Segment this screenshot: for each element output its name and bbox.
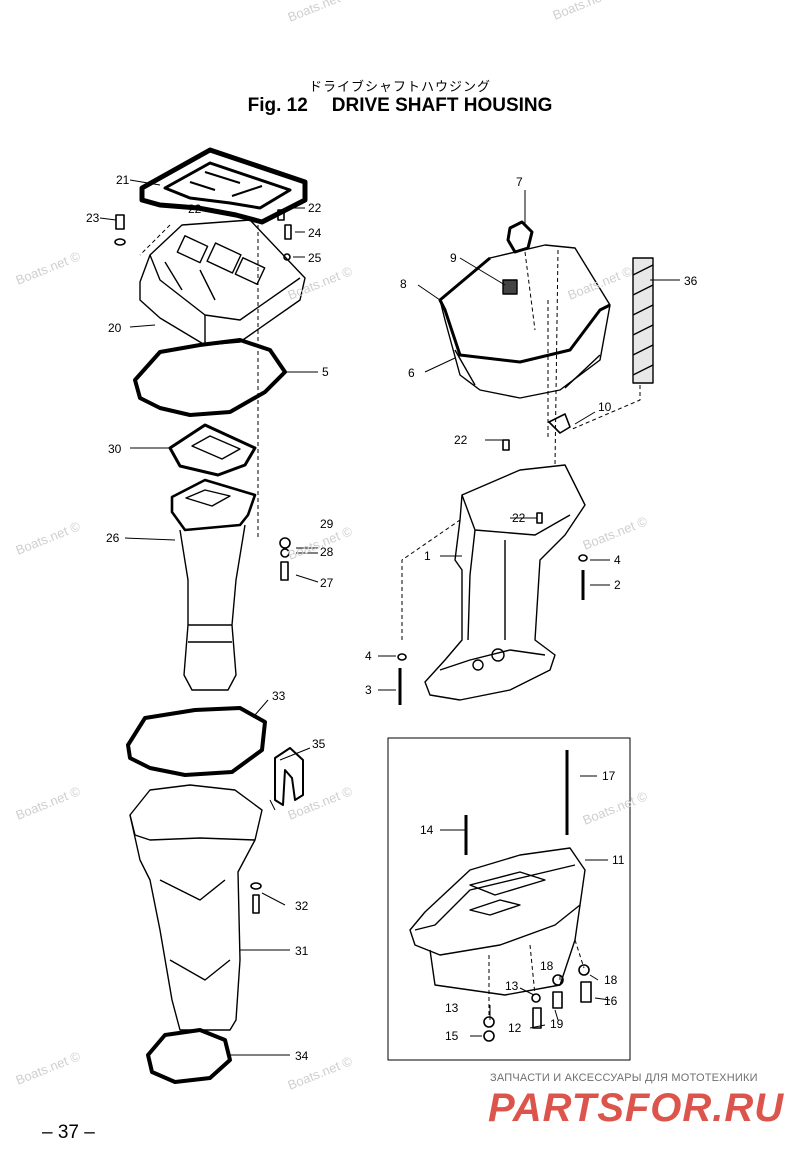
- callout-4: 4: [365, 649, 372, 663]
- part-6-oil-pan: [438, 244, 611, 399]
- part-26-exhaust-pipe: [170, 478, 257, 691]
- part-7-grommet: [506, 220, 534, 254]
- callout-4: 4: [614, 553, 621, 567]
- callout-19: 19: [550, 1017, 564, 1031]
- callout-26: 26: [106, 531, 120, 545]
- callout-23: 23: [86, 211, 100, 225]
- callout-31: 31: [295, 944, 309, 958]
- callout-33: 33: [272, 689, 286, 703]
- watermark-text: Boats.net ©: [14, 248, 83, 288]
- callout-36: 36: [684, 274, 698, 288]
- watermark-text: Boats.net ©: [581, 788, 650, 828]
- callout-6: 6: [408, 366, 415, 380]
- sub-assembly-frame: [387, 737, 631, 1061]
- callout-17: 17: [602, 769, 616, 783]
- part-21-gasket: [139, 147, 308, 225]
- page-number: – 37 –: [42, 1122, 95, 1143]
- part-31-cover: [129, 784, 263, 1031]
- callout-1: 1: [424, 549, 431, 563]
- callout-27: 27: [320, 576, 334, 590]
- callout-22: 22: [512, 511, 526, 525]
- callout-29: 29: [320, 517, 334, 531]
- callout-30: 30: [108, 442, 122, 456]
- callout-22: 22: [188, 202, 202, 216]
- callout-11: 11: [612, 853, 625, 867]
- callout-13: 13: [445, 1001, 459, 1015]
- callout-18: 18: [540, 959, 554, 973]
- callout-12: 12: [508, 1021, 522, 1035]
- callout-28: 28: [320, 545, 334, 559]
- subtitle-japanese: ドライブシャフトハウジング: [308, 79, 491, 94]
- footer-brand-logo[interactable]: PARTSFOR.RU: [488, 1086, 785, 1130]
- part-34-gasket: [146, 1028, 232, 1084]
- part-11-lower-case: [409, 847, 586, 996]
- watermark-text: Boats.net ©: [14, 783, 83, 823]
- part-20-exhaust-plate: [139, 219, 306, 346]
- callout-7: 7: [516, 175, 523, 189]
- callout-15: 15: [445, 1029, 459, 1043]
- part-35-bracket: [274, 747, 304, 806]
- callout-9: 9: [450, 251, 457, 265]
- callout-3: 3: [365, 683, 372, 697]
- part-33-gasket: [126, 706, 267, 777]
- part-30-plate: [168, 423, 257, 477]
- callout-22: 22: [308, 201, 322, 215]
- callout-13: 13: [505, 979, 519, 993]
- callout-8: 8: [400, 277, 407, 291]
- watermark-text: Boats.net ©: [286, 0, 355, 25]
- callout-34: 34: [295, 1049, 309, 1063]
- watermark-text: Boats.net ©: [566, 263, 635, 303]
- callout-24: 24: [308, 226, 322, 240]
- watermark-text: Boats.net ©: [14, 518, 83, 558]
- callout-5: 5: [322, 365, 329, 379]
- callout-22: 22: [454, 433, 468, 447]
- part-36-pipe: [632, 257, 654, 384]
- watermark-text: Boats.net ©: [14, 1048, 83, 1088]
- figure-label: Fig. 12: [247, 95, 308, 116]
- callout-14: 14: [420, 823, 434, 837]
- leader-lines: [99, 179, 680, 1056]
- callout-18: 18: [604, 973, 618, 987]
- footer-tagline: ЗАПЧАСТИ И АКСЕССУАРЫ ДЛЯ МОТОТЕХНИКИ: [490, 1072, 758, 1084]
- callout-20: 20: [108, 321, 122, 335]
- figure-title: Fig. 12 DRIVE SHAFT HOUSING: [0, 95, 800, 117]
- callout-2: 2: [614, 578, 621, 592]
- callout-21: 21: [116, 173, 130, 187]
- watermark-text: Boats.net ©: [286, 783, 355, 823]
- callout-16: 16: [604, 994, 618, 1008]
- part-5-gasket: [133, 338, 287, 417]
- callout-25: 25: [308, 251, 322, 265]
- watermark-text: Boats.net ©: [581, 513, 650, 553]
- callout-32: 32: [295, 899, 309, 913]
- part-1-drive-shaft-housing: [424, 464, 586, 701]
- callout-35: 35: [312, 737, 326, 751]
- part-9-label-plate: [502, 279, 518, 295]
- callout-10: 10: [598, 400, 612, 414]
- figure-name: DRIVE SHAFT HOUSING: [331, 95, 553, 116]
- callout-numbers: 21 23 22 22 24 25 20 5 30 26 29 28 27 33…: [86, 173, 698, 1063]
- watermark-text: Boats.net ©: [551, 0, 620, 23]
- dashed-guide-lines: [139, 224, 641, 1015]
